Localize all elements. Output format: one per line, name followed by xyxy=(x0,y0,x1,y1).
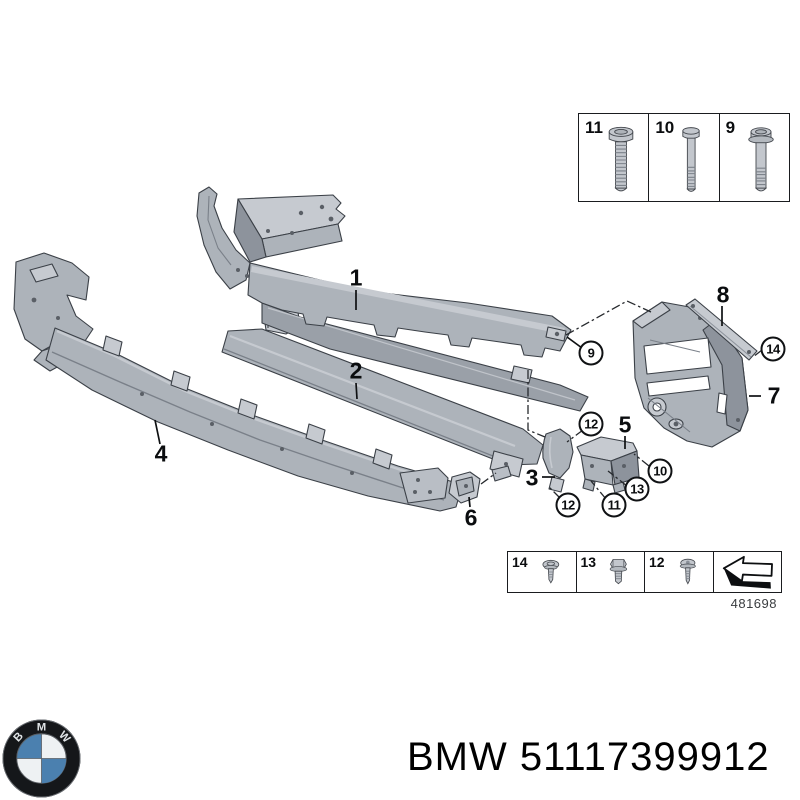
drawing-number: 481698 xyxy=(730,596,777,611)
fastener-cell-10: 10 xyxy=(648,114,718,201)
fastener-label: 10 xyxy=(655,118,675,137)
part-6-bracket xyxy=(448,471,481,504)
part-number-text: BMW 51117399912 xyxy=(407,735,770,779)
hex-bolt-fully-threaded-icon xyxy=(608,126,633,191)
logo-letter: M xyxy=(37,721,46,733)
pan-head-screw-icon xyxy=(542,559,559,584)
fastener-cell-12: 12 xyxy=(644,552,713,592)
part-3-holder xyxy=(542,428,574,493)
callout-leader-lines xyxy=(154,290,761,508)
part-4-lower-spoiler xyxy=(13,252,463,512)
part-5-mount-bracket xyxy=(576,436,640,494)
hex-flange-screw-icon xyxy=(610,559,628,585)
fastener-table-top: 11 10 9 xyxy=(578,113,790,202)
fastener-label: 12 xyxy=(649,554,665,570)
torx-pan-screw-icon xyxy=(679,558,696,585)
bmw-logo: B M W xyxy=(2,719,81,798)
part-8-support-strip xyxy=(685,298,758,361)
fastener-label: 11 xyxy=(585,118,603,137)
hex-bolt-long-shank-icon xyxy=(682,126,700,192)
fastener-cell-13: 13 xyxy=(575,552,645,592)
part-1-upper-beam xyxy=(196,186,589,412)
fastener-table-bottom: 14 13 12 xyxy=(507,551,782,593)
fastener-label: 9 xyxy=(725,118,736,137)
footer: B M W BMW 51117399912 xyxy=(0,712,800,800)
bmw-roundel-quadrant xyxy=(41,758,67,784)
fastener-label: 13 xyxy=(580,554,597,570)
bmw-roundel-quadrant xyxy=(16,733,42,759)
direction-arrow-icon xyxy=(723,555,774,589)
fastener-label: 14 xyxy=(512,554,528,570)
fastener-cell-11: 11 xyxy=(579,114,648,201)
part-7-headlight-support xyxy=(632,301,749,448)
fastener-cell-arrow xyxy=(712,552,782,592)
hex-flange-bolt-icon xyxy=(748,126,775,191)
fastener-cell-14: 14 xyxy=(508,552,576,592)
fastener-cell-9: 9 xyxy=(718,114,789,201)
